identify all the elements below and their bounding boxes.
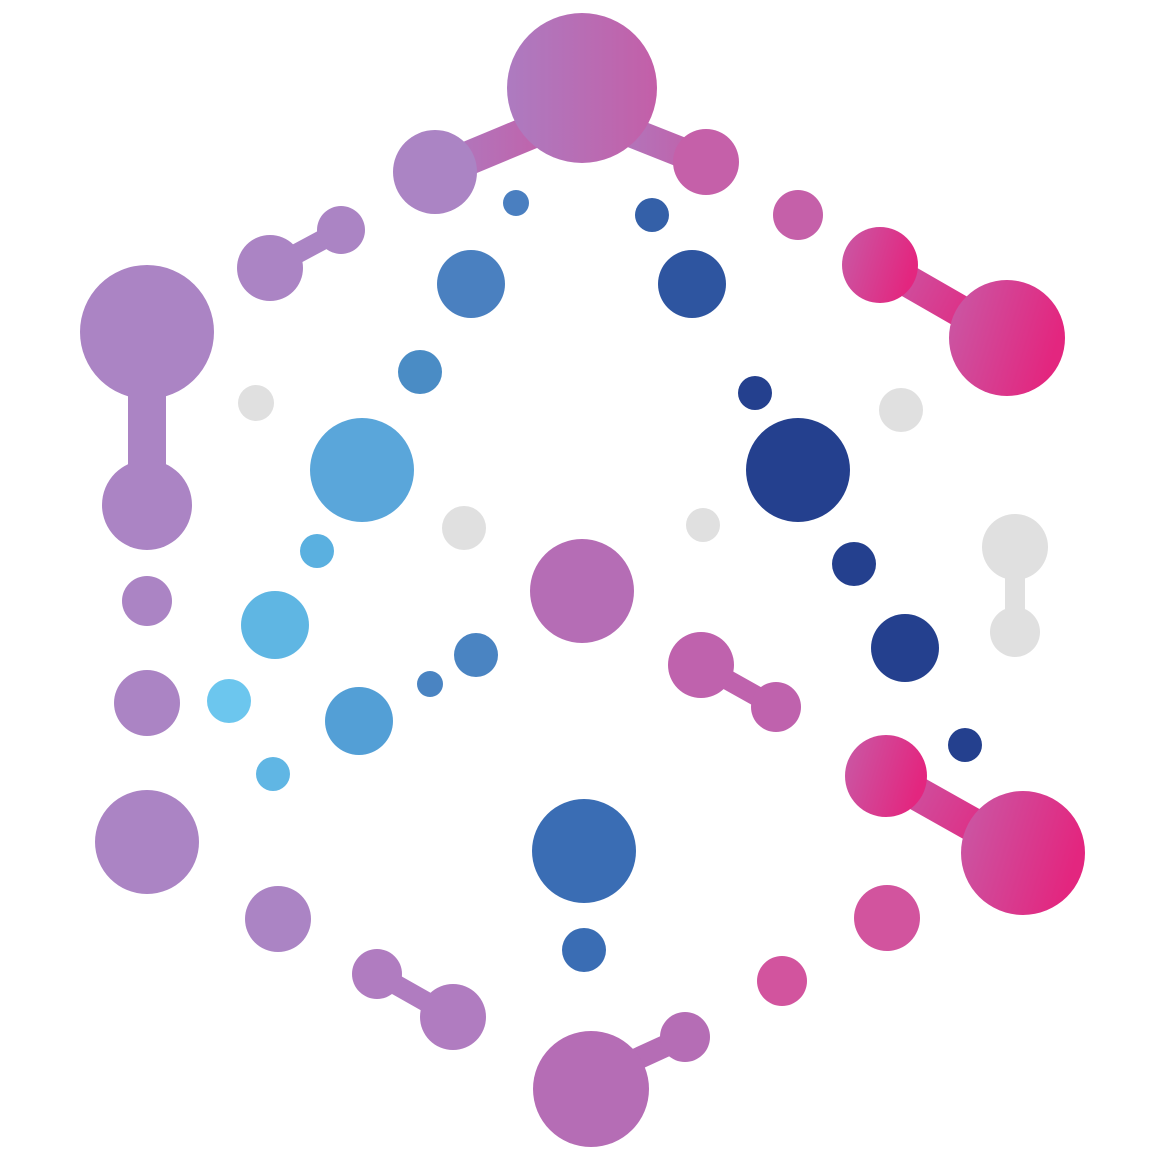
blue-dot [454, 633, 498, 677]
molecule-dot [80, 265, 214, 399]
molecule-dot [773, 190, 823, 240]
molecule-dot [757, 956, 807, 1006]
top-blob-left [393, 130, 477, 214]
blue-dot [300, 534, 334, 568]
molecule-dot [533, 1031, 649, 1147]
blue-dot [948, 728, 982, 762]
molecule-dot [842, 227, 918, 303]
molecule-dot [854, 885, 920, 951]
molecule-dot [317, 206, 365, 254]
center-dot [530, 539, 634, 643]
molecule-dots [80, 13, 1085, 1147]
molecule-dot [990, 607, 1040, 657]
blue-dot [241, 591, 309, 659]
molecule-dot [442, 506, 486, 550]
blue-dot [738, 376, 772, 410]
molecule-dot [982, 514, 1048, 580]
blue-dot [256, 757, 290, 791]
blue-dot [746, 418, 850, 522]
blue-dot [310, 418, 414, 522]
molecule-dot [114, 670, 180, 736]
molecule-dot [961, 791, 1085, 915]
blue-dot [658, 250, 726, 318]
top-blob-core [507, 13, 657, 163]
molecule-dot [879, 388, 923, 432]
molecule-dot [102, 460, 192, 550]
molecule-dot [660, 1012, 710, 1062]
blue-dot [532, 799, 636, 903]
blue-dot [871, 614, 939, 682]
molecule-dot [751, 682, 801, 732]
molecule-dot [245, 886, 311, 952]
blue-dot [635, 198, 669, 232]
molecule-dot [845, 735, 927, 817]
molecule-dot [949, 280, 1065, 396]
blue-dot [207, 679, 251, 723]
top-blob-right [673, 129, 739, 195]
molecule-dot [668, 632, 734, 698]
blue-dot [398, 350, 442, 394]
blue-dot [832, 542, 876, 586]
blue-dot [503, 190, 529, 216]
blue-dot [325, 687, 393, 755]
molecule-dot [95, 790, 199, 894]
molecule-dot [237, 235, 303, 301]
molecule-dot [420, 984, 486, 1050]
molecule-dot [352, 949, 402, 999]
blue-dot [437, 250, 505, 318]
molecule-dot [238, 385, 274, 421]
blue-dot [417, 671, 443, 697]
blue-dot [562, 928, 606, 972]
molecule-dot [686, 508, 720, 542]
molecule-dot [122, 576, 172, 626]
